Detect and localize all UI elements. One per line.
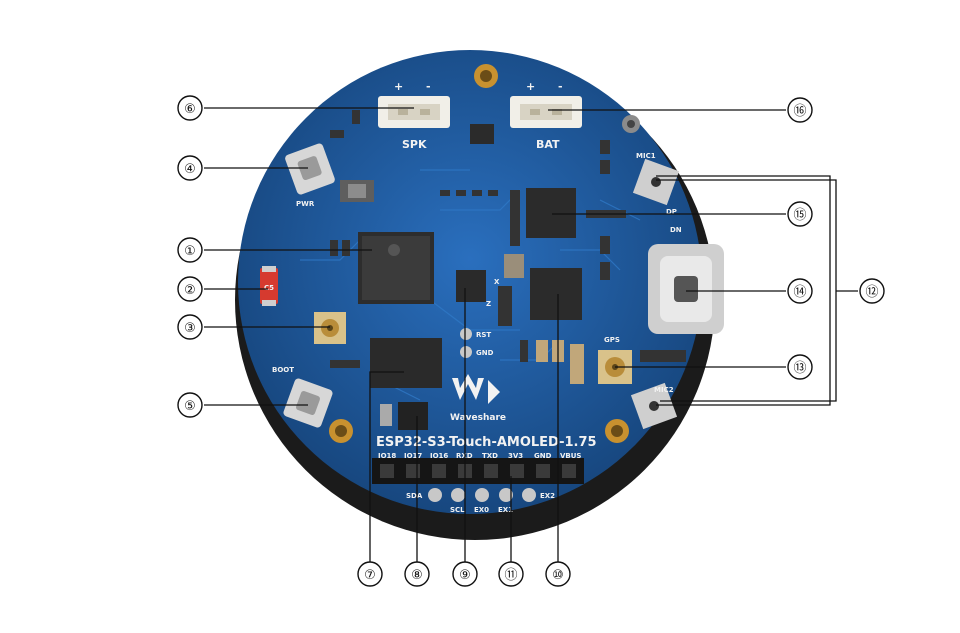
flash-chip xyxy=(370,338,442,388)
bat-plus: + xyxy=(526,80,535,93)
fuse-label: C5 xyxy=(264,284,274,292)
bat-label: BAT xyxy=(536,138,560,151)
pad-label: SCL xyxy=(450,506,465,514)
power-chip xyxy=(398,402,428,430)
imu-chip xyxy=(456,270,486,302)
pin-label: IO17 xyxy=(404,452,422,460)
axis-z-label: Z xyxy=(486,300,491,308)
rst-label: RST xyxy=(476,331,491,339)
callout-marker: ③ xyxy=(184,321,196,336)
dp-label: DP xyxy=(666,208,677,216)
pin-header xyxy=(372,458,584,484)
callout-marker: ⑨ xyxy=(459,568,471,583)
gps-chip xyxy=(530,268,582,320)
boot-button xyxy=(283,378,333,428)
fuse-component xyxy=(260,268,278,304)
pin-label: 3V3 xyxy=(508,452,523,460)
audio-codec-chip xyxy=(526,188,576,238)
rst-pad xyxy=(460,328,472,340)
mic2 xyxy=(630,382,678,430)
callout-marker: ⑩ xyxy=(552,568,564,583)
callout-marker: ⑪ xyxy=(504,568,517,583)
pin-label: TXD xyxy=(482,452,498,460)
pad-label: EX2 xyxy=(540,492,555,500)
callout-lines xyxy=(204,107,858,562)
callout-marker: ⑥ xyxy=(184,102,196,117)
spk-plus: + xyxy=(394,80,403,93)
callout-marker: ⑧ xyxy=(411,568,423,583)
pwr-button xyxy=(285,143,335,195)
bat-connector xyxy=(510,96,582,128)
pad-label: EX0 xyxy=(474,506,489,514)
callout-marker: ④ xyxy=(184,162,196,177)
mic1-label: MIC1 xyxy=(636,152,656,160)
waveshare-logo xyxy=(452,374,500,404)
gnd-pad xyxy=(460,346,472,358)
callout-marker: ⑦ xyxy=(364,568,376,583)
dn-label: DN xyxy=(670,226,682,234)
gps-label: GPS xyxy=(604,336,620,344)
callout-marker: ② xyxy=(184,283,196,298)
pin-label: IO16 xyxy=(430,452,448,460)
callout-marker: ⑬ xyxy=(793,361,806,376)
usb-c-connector xyxy=(648,244,724,334)
pwr-label: PWR xyxy=(296,200,315,208)
pad-label: EX1 xyxy=(498,506,513,514)
pin-label: IO18 xyxy=(378,452,396,460)
spk-minus: - xyxy=(426,80,431,93)
gnd-label: GND xyxy=(476,349,494,357)
pin-label: VBUS xyxy=(560,452,581,460)
brand-label: Waveshare xyxy=(450,413,506,423)
callout-marker: ⑫ xyxy=(865,285,878,300)
mic2-label: MIC2 xyxy=(654,386,674,394)
callout-marker: ⑯ xyxy=(793,104,806,119)
callout-marker: ⑮ xyxy=(793,208,806,223)
bottom-pads xyxy=(428,488,536,502)
callout-marker: ⑤ xyxy=(184,399,196,414)
callout-marker: ① xyxy=(184,244,196,259)
antenna-connector-left xyxy=(314,312,346,344)
bat-minus: - xyxy=(558,80,563,93)
mounting-holes xyxy=(329,64,640,443)
spk-connector xyxy=(378,96,450,128)
callout-markers: ① ② ③ ④ ⑤ ⑥ ⑦ ⑧ ⑨ ⑪ ⑩ ⑫ ⑬ ⑭ ⑮ ⑯ xyxy=(177,95,885,587)
esp32-s3-chip xyxy=(358,232,434,304)
board-title: ESP32-S3-Touch-AMOLED-1.75 xyxy=(376,435,597,450)
pin-label: GND xyxy=(534,452,552,460)
boot-label: BOOT xyxy=(272,366,294,374)
pad-label: SDA xyxy=(406,492,423,500)
spk-label: SPK xyxy=(402,138,427,151)
callout-marker: ⑭ xyxy=(793,285,806,300)
axis-x-label: X xyxy=(494,278,500,286)
